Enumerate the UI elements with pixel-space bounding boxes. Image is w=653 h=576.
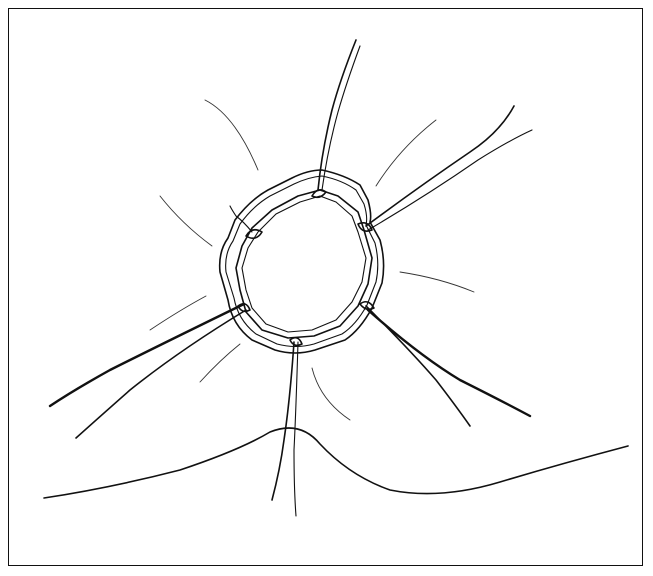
arc-left — [160, 196, 212, 246]
arc-bottom-right — [312, 368, 350, 420]
arc-left-lower — [150, 296, 206, 330]
thread-upper-right-a — [366, 106, 514, 226]
ring-inner-line — [236, 190, 372, 338]
tissue-arcs — [150, 100, 474, 420]
thread-upper-right-b — [368, 130, 532, 230]
knot-bottom — [290, 338, 302, 346]
thread-top-b — [322, 46, 360, 190]
suture-threads — [50, 40, 532, 516]
ring-inner-line-2 — [242, 196, 366, 332]
thread-upper-left-tie — [230, 206, 252, 232]
thread-bottom-a — [272, 342, 294, 500]
thread-lower-left-a — [50, 304, 244, 406]
thread-lower-right-b — [368, 310, 530, 416]
knot-upper-left — [246, 230, 262, 239]
arc-left-bottom — [200, 344, 240, 382]
suture-knots — [238, 190, 374, 346]
arc-right — [400, 272, 474, 292]
tissue-outline — [44, 428, 628, 498]
thread-lower-right-a — [366, 306, 470, 426]
vessel-ring — [220, 170, 384, 353]
arc-top-right — [376, 120, 436, 186]
arc-top-left — [205, 100, 258, 170]
